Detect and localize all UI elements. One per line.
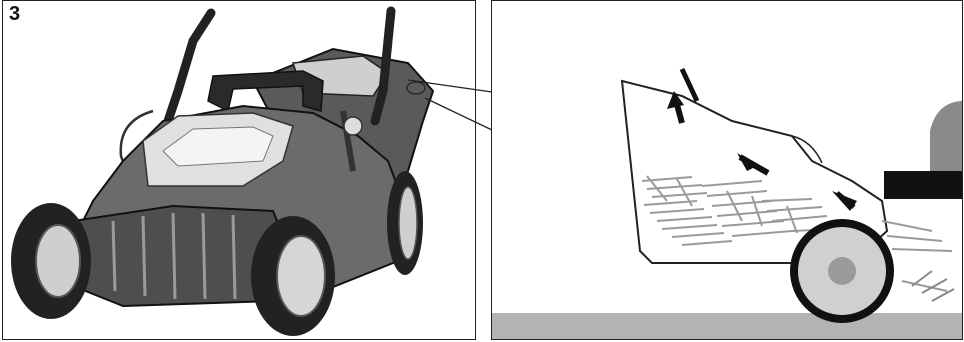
front-left-wheel bbox=[11, 203, 91, 319]
grass-flow-diagram bbox=[492, 1, 963, 340]
ground bbox=[492, 313, 963, 340]
grass-catcher-cross-section-panel bbox=[491, 0, 963, 340]
discharge-debris bbox=[912, 271, 954, 301]
front-right-wheel bbox=[251, 216, 335, 336]
handle-left bbox=[168, 13, 211, 121]
mower-wheel bbox=[790, 219, 894, 323]
mower-illustration-panel: 3 bbox=[2, 0, 476, 340]
mower-deck-bar bbox=[884, 171, 963, 199]
step-number: 3 bbox=[9, 3, 20, 26]
mower-housing bbox=[930, 101, 963, 171]
handle-knob bbox=[344, 117, 362, 135]
lawn-mower-illustration bbox=[3, 1, 476, 340]
rear-right-wheel bbox=[387, 171, 423, 275]
